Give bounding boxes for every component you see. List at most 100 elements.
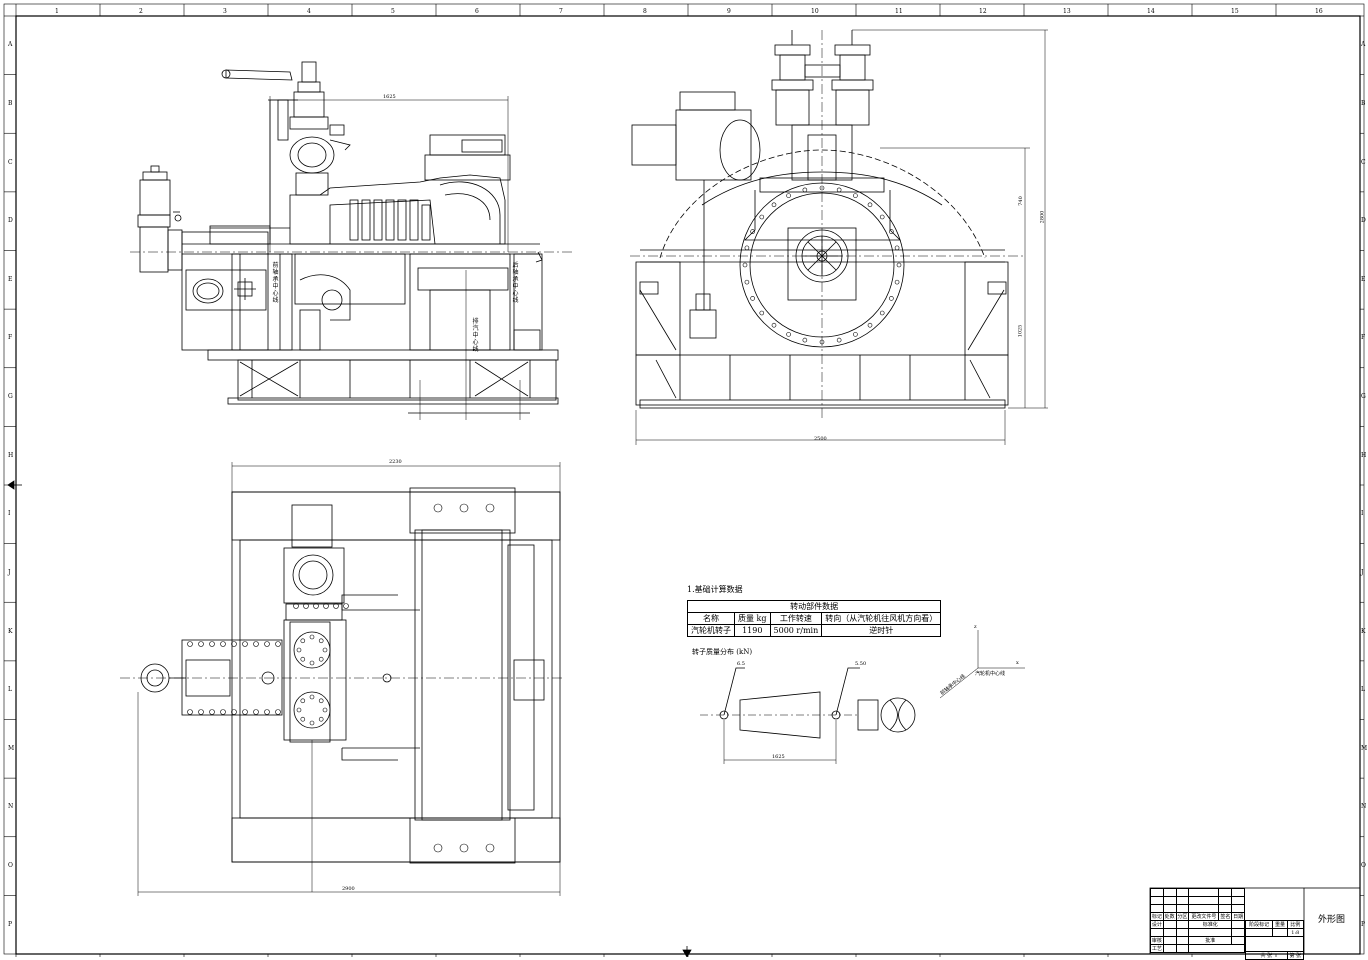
row-marker: D: [8, 217, 13, 225]
stage-table: 阶段标记 重量 比例 1:8 共 张 第 张: [1244, 920, 1305, 960]
column-marker: 6: [475, 8, 479, 15]
tb-sheet-no: 第 张: [1286, 951, 1305, 960]
revision-table: 标记 处数 分区 更改文件号 签名 日期 设计 标准化 审核 批准 工艺: [1150, 888, 1245, 953]
table-row: 汽轮机转子 1190 5000 r/min 逆时针: [687, 624, 942, 637]
tb-process-blank-2: [1175, 944, 1190, 953]
row-marker: O: [1361, 862, 1366, 870]
row-marker: A: [8, 41, 13, 49]
revision-header-row: 标记 处数 分区 更改文件号 签名 日期: [1150, 912, 1245, 921]
row-marker: O: [8, 862, 13, 870]
center-marks: [7, 480, 692, 957]
plan-dim-top: 2230: [389, 459, 402, 465]
row-marker: P: [8, 920, 13, 928]
column-marker: 7: [559, 8, 563, 15]
axis-x: x: [1016, 660, 1019, 666]
row-marker: I: [8, 510, 11, 518]
end-view: [630, 29, 1048, 445]
tb-count: 处数: [1162, 912, 1177, 921]
column-marker: 12: [979, 8, 987, 15]
tb-process-blank-1: [1162, 944, 1177, 953]
column-marker: 9: [727, 8, 731, 15]
row-marker: G: [8, 393, 13, 401]
row-marker: N: [8, 803, 14, 811]
side-view: [130, 61, 572, 420]
tb-review-blank-1: [1162, 936, 1177, 945]
outer-frame: [3, 3, 1365, 955]
load-right: 5.50: [855, 661, 867, 667]
axis-label-turbine: 汽轮机中心线: [975, 671, 1006, 677]
axis-z: z: [974, 624, 977, 630]
inner-frame: [15, 15, 1361, 955]
side-label-front-bearing: 前轴承中心线: [272, 262, 279, 304]
row-marker: B: [8, 99, 13, 107]
row-marker: N: [1361, 803, 1367, 811]
row-marker: C: [8, 158, 13, 166]
row-marker: B: [1361, 99, 1366, 107]
row-marker: F: [8, 334, 13, 342]
row-marker: H: [8, 451, 14, 459]
row-marker: D: [1361, 217, 1366, 225]
column-marker: 14: [1147, 8, 1155, 15]
row-marker: G: [1361, 393, 1366, 401]
tb-total-sheets: 共 张: [1245, 951, 1288, 960]
table-header-row: 名称 质量 kg 工作转速 转向（从汽轮机往风机方向看）: [687, 612, 942, 625]
side-label-exhaust: 排汽中心线: [472, 318, 479, 353]
tb-process: 工艺: [1150, 944, 1164, 953]
row-marker: I: [1361, 510, 1364, 518]
zone-ticks: [4, 4, 1364, 957]
load-left: 6.5: [737, 661, 745, 667]
row-marker: K: [1361, 627, 1366, 635]
header-name: 名称: [687, 612, 735, 625]
row-marker: J: [8, 568, 11, 576]
side-label-rear-bearing: 后轴承中心线: [512, 262, 519, 304]
column-marker: 4: [307, 8, 311, 15]
tb-weight: 重量: [1272, 920, 1288, 929]
row-marker: H: [1361, 451, 1367, 459]
tb-stage-value: [1244, 928, 1274, 937]
row-marker: J: [1361, 568, 1364, 576]
table-title: 转动部件数据: [686, 600, 942, 613]
row-marker: C: [1361, 158, 1366, 166]
tb-change-no: 更改文件号: [1188, 912, 1220, 921]
row-marker: E: [8, 275, 13, 283]
tb-design-blank-2: [1175, 920, 1190, 929]
tb-review: 审核: [1150, 936, 1164, 945]
distribution-heading: 转子质量分布 (kN): [692, 648, 753, 656]
column-marker: 11: [895, 8, 903, 15]
header-rotation: 转向（从汽轮机往风机方向看）: [821, 612, 942, 625]
drawing-title: 外形图: [1318, 915, 1346, 925]
tb-design-blank-1: [1162, 920, 1177, 929]
column-marker: 13: [1063, 8, 1071, 15]
row-marker: A: [1361, 41, 1366, 49]
row-marker: L: [8, 686, 12, 694]
end-dim-upper: 740: [1017, 196, 1024, 206]
row-marker: M: [1361, 744, 1368, 752]
tb-scale-value: 1:8: [1286, 928, 1305, 937]
span-dim: 1625: [772, 754, 785, 760]
column-marker: 8: [643, 8, 647, 15]
row-marker: P: [1361, 920, 1366, 928]
column-marker: 15: [1231, 8, 1239, 15]
rotor-distribution-sketch: [700, 630, 1025, 764]
row-marker: E: [1361, 275, 1366, 283]
cell-speed: 5000 r/min: [769, 624, 823, 637]
column-marker: 1: [55, 8, 59, 15]
column-marker: 5: [391, 8, 395, 15]
tb-weight-value: [1272, 928, 1288, 937]
column-marker: 10: [811, 8, 819, 15]
end-dim-height-total: 2800: [1039, 210, 1046, 224]
row-marker: L: [1361, 686, 1365, 694]
tb-design: 设计: [1150, 920, 1164, 929]
tb-approve: 批准: [1188, 936, 1233, 945]
row-marker: F: [1361, 334, 1366, 342]
tb-standardization: 标准化: [1188, 920, 1233, 929]
tb-zone: 分区: [1175, 912, 1190, 921]
cell-rotation: 逆时针: [821, 624, 942, 637]
row-marker: M: [8, 744, 15, 752]
foundation-heading: 1.基础计算数据: [687, 585, 743, 594]
plan-view: [120, 462, 565, 896]
tb-stage: 阶段标记: [1244, 920, 1274, 929]
column-marker: 3: [223, 8, 227, 15]
